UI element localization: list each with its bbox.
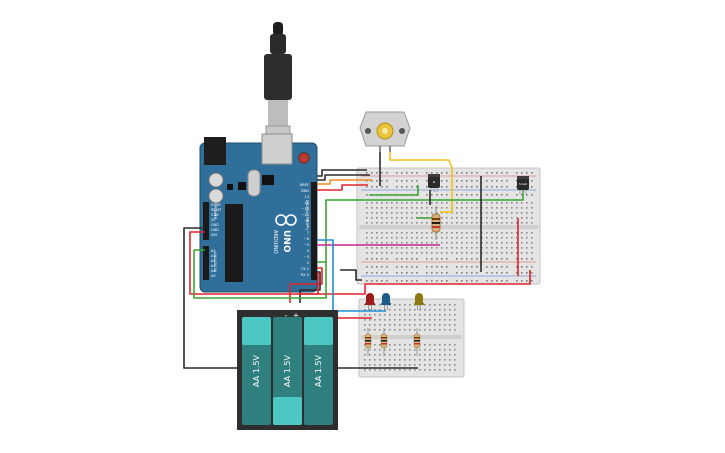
power-pin-label: GND xyxy=(211,223,219,227)
digital-pins-label: DIGITAL (PWM~) xyxy=(305,200,309,230)
digital-pin-label: GND xyxy=(301,189,309,193)
led-yellow[interactable] xyxy=(414,293,424,310)
power-header xyxy=(203,202,209,240)
leds xyxy=(365,293,424,310)
analog-pin-label: A4 xyxy=(211,269,215,273)
resistor-main[interactable] xyxy=(431,206,441,240)
power-pin-label: GND xyxy=(211,228,219,232)
digital-pin-label: 7 xyxy=(307,231,309,235)
wires xyxy=(183,152,531,369)
power-pin-label: VIN xyxy=(211,233,217,237)
battery-cell-label: AA 1.5V xyxy=(314,355,323,387)
dc-jack xyxy=(204,137,226,165)
analog-pin-label: A2 xyxy=(211,259,215,263)
analog-pin-label: A1 xyxy=(211,254,215,258)
resistor-small[interactable] xyxy=(364,328,372,356)
wire-green-2[interactable] xyxy=(317,190,524,263)
wire-red-bb1-rail[interactable] xyxy=(317,184,368,191)
wire-green-left[interactable] xyxy=(193,249,327,299)
battery-minus-sign: - xyxy=(285,311,288,320)
transistor-label: Small xyxy=(519,182,527,186)
resistor-small[interactable] xyxy=(380,328,388,356)
wire-yellow-motor[interactable] xyxy=(389,152,453,213)
digital-pin-label: 13 xyxy=(304,195,309,199)
digital-pin-label: ~11 xyxy=(301,207,309,211)
transistors: N Small xyxy=(428,174,529,194)
capacitor-1 xyxy=(208,172,224,188)
crystal xyxy=(247,169,261,197)
digital-header xyxy=(311,182,317,280)
analog-pin-label: A0 xyxy=(211,249,215,253)
capacitor-2 xyxy=(208,188,224,204)
digital-pin-label: ~5 xyxy=(304,243,309,247)
wire-green-1[interactable] xyxy=(369,185,419,196)
battery-plus-sign: + xyxy=(293,311,300,320)
arduino-board[interactable]: ARDUINO UNO DIGITAL (PWM~) ANALOG IN POW… xyxy=(199,133,318,293)
arduino-model-text: UNO xyxy=(281,230,291,253)
battery-cells: AA 1.5V AA 1.5V AA 1.5V xyxy=(242,317,333,425)
led-blue[interactable] xyxy=(381,293,391,310)
digital-pin-label: ~3 xyxy=(304,255,309,259)
arduino-logo xyxy=(275,214,297,226)
resistor-small[interactable] xyxy=(413,328,421,356)
battery-cell: AA 1.5V xyxy=(242,317,271,425)
wire-red-left[interactable] xyxy=(189,231,319,295)
digital-pin-label: 4 xyxy=(307,249,310,253)
small-resistors xyxy=(364,328,421,356)
analog-pin-label: A5 xyxy=(211,274,215,278)
breadboard-main[interactable] xyxy=(356,167,541,285)
wire-black-left[interactable] xyxy=(183,227,238,369)
digital-pin-labels: AREF GND 13 12 ~11 ~10 ~9 8 7 ~6 ~5 4 ~3 2 TX 1 RX 0 xyxy=(300,183,310,277)
digital-pin-label: 2 xyxy=(307,261,309,265)
wire-red-bottom[interactable] xyxy=(289,267,323,303)
power-pins-label: POWER xyxy=(213,206,217,220)
battery-cell: AA 1.5V xyxy=(273,317,302,425)
battery-pack[interactable]: + - AA 1.5V AA 1.5V AA 1.5V xyxy=(237,310,338,430)
wire-black-1[interactable] xyxy=(317,169,367,177)
reset-button[interactable] xyxy=(298,152,310,164)
analog-pin-label: A3 xyxy=(211,264,215,268)
wire-black-2[interactable] xyxy=(317,174,370,181)
wire-black-rail[interactable] xyxy=(340,269,362,281)
power-pin-label: IOREF xyxy=(211,203,221,207)
analog-header xyxy=(203,246,209,280)
power-pin-label: 3.3V xyxy=(211,213,219,217)
digital-pin-label: 8 xyxy=(307,225,310,229)
wire-red-rail[interactable] xyxy=(300,270,531,295)
wire-orange[interactable] xyxy=(317,179,372,185)
transistor[interactable]: N xyxy=(428,174,440,192)
usb-port xyxy=(261,133,293,165)
digital-pin-label: TX 1 xyxy=(300,267,309,271)
analog-pins-label: ANALOG IN xyxy=(213,252,217,272)
dc-motor[interactable] xyxy=(359,111,411,152)
digital-pin-label: ~6 xyxy=(304,237,310,241)
digital-pin-label: ~10 xyxy=(301,213,309,217)
digital-pin-label: 12 xyxy=(304,201,309,205)
power-pin-label: 5V xyxy=(211,218,216,222)
transistor-label: N xyxy=(433,180,435,184)
arduino-brand-text: ARDUINO xyxy=(272,230,278,254)
digital-pin-label: ~9 xyxy=(304,219,310,223)
power-pin-label: RESET xyxy=(211,208,223,212)
breadboard-main-holes xyxy=(366,172,533,282)
transistor[interactable]: Small xyxy=(517,176,529,194)
digital-pin-label: AREF xyxy=(300,183,309,187)
atmega-chip xyxy=(225,204,243,282)
digital-pin-label: RX 0 xyxy=(301,273,310,277)
wire-blue[interactable] xyxy=(317,239,386,312)
battery-cell-label: AA 1.5V xyxy=(283,355,292,387)
battery-cell: AA 1.5V xyxy=(304,317,333,425)
led-red[interactable] xyxy=(365,293,375,310)
battery-cell-label: AA 1.5V xyxy=(252,355,261,387)
